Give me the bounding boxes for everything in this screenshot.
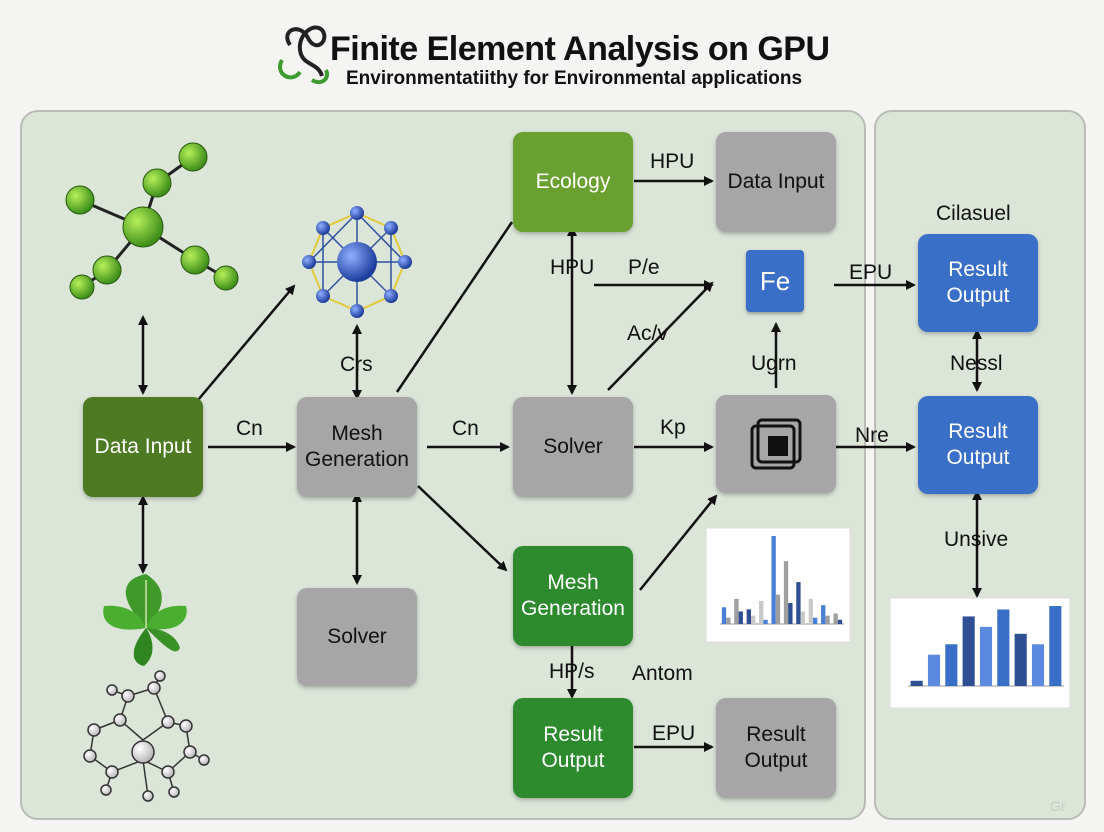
arrow-mesh-ecology — [395, 221, 514, 393]
chart-center-bar — [763, 619, 768, 624]
edge-label-nessl: Nessl — [950, 352, 1003, 375]
node-data-input-top[interactable]: Data Input — [716, 132, 836, 232]
sphere-lattice-icon — [302, 206, 412, 318]
chart-right-bar — [979, 626, 993, 686]
chart-right-plot — [908, 606, 1064, 687]
node-result-output-blue-bottom[interactable]: Result Output — [918, 396, 1038, 494]
chart-center-bar — [808, 598, 813, 624]
node-data-input-left[interactable]: Data Input — [83, 397, 203, 497]
edge-label-hp-s: HP/s — [549, 660, 595, 683]
node-result-output-green[interactable]: Result Output — [513, 698, 633, 798]
chart-center-bar — [788, 603, 793, 624]
chart-center-bar — [746, 609, 751, 624]
node-result-output-gray[interactable]: Result Output — [716, 698, 836, 798]
edge-label-crs: Crs — [340, 353, 373, 376]
chart-center-bar — [751, 615, 756, 624]
page-title: Finite Element Analysis on GPU — [330, 30, 830, 68]
arrow-meshgreen-gpu — [639, 494, 718, 591]
chart-center-bar — [800, 611, 805, 624]
edge-label-epu-top: EPU — [849, 261, 893, 284]
chart-right-bar — [997, 609, 1010, 686]
chart-center-bar — [734, 598, 739, 624]
chart-center-bar — [771, 536, 776, 624]
chart-center-bar — [796, 582, 801, 624]
arrow-solver-fe — [607, 281, 714, 391]
node-solver-center[interactable]: Solver — [513, 397, 633, 497]
node-mesh-generation-gray[interactable]: Mesh Generation — [297, 397, 417, 497]
chart-right-bar — [962, 616, 975, 686]
node-fe-icon[interactable]: Fe — [746, 250, 804, 312]
chart-center-bar — [813, 617, 818, 624]
chart-right-bar — [1014, 633, 1027, 686]
gpu-chip-icon — [750, 418, 802, 470]
edge-label-kp: Kp — [660, 416, 686, 439]
edge-label-ac-v: Ac/v — [627, 322, 668, 345]
chart-center-bar — [833, 613, 838, 624]
chart-right-bar — [1049, 606, 1062, 686]
edge-label-cilasuel: Cilasuel — [936, 202, 1011, 225]
molecule-network-icon — [65, 142, 239, 300]
molecule-cluster-icon — [83, 670, 210, 802]
edge-label-ugrn: Ugrn — [751, 352, 797, 375]
chart-center-bar — [759, 600, 764, 624]
chart-center-bar — [775, 594, 781, 624]
edge-label-cn-2: Cn — [452, 417, 479, 440]
chart-center-bar — [825, 615, 830, 624]
chart-center-bar — [837, 619, 843, 624]
edge-label-nre: Nre — [855, 424, 889, 447]
arrow-datainput-sphere — [197, 284, 296, 401]
watermark: Gr — [1050, 798, 1066, 814]
chart-center-bar — [738, 611, 743, 624]
edge-label-cn-1: Cn — [236, 417, 263, 440]
chart-thumbnail-center — [705, 527, 851, 643]
chart-right-bar — [1031, 644, 1045, 686]
edge-label-hpu-mid: HPU — [550, 256, 595, 279]
chart-center-bar — [821, 605, 826, 624]
node-result-output-blue-top[interactable]: Result Output — [918, 234, 1038, 332]
chart-right-bar — [927, 654, 941, 686]
node-mesh-generation-green[interactable]: Mesh Generation — [513, 546, 633, 646]
chart-center-bar — [721, 607, 727, 624]
chart-right-bar — [945, 644, 958, 686]
page-subtitle: Environmentatiithy for Environmental app… — [346, 68, 803, 89]
edge-label-unsive: Unsive — [944, 528, 1009, 551]
edge-label-epu-bottom: EPU — [652, 722, 696, 745]
chart-right-bar — [910, 680, 923, 686]
finite-element-logo-icon — [278, 25, 329, 85]
leaf-icon — [103, 574, 187, 666]
edge-label-p-e: P/e — [628, 256, 660, 279]
arrow-mesh-meshgreen — [417, 485, 508, 572]
node-gpu-chip[interactable] — [716, 395, 836, 493]
node-ecology[interactable]: Ecology — [513, 132, 633, 232]
edge-label-hpu-top: HPU — [650, 150, 695, 173]
chart-center-bar — [726, 617, 731, 624]
node-solver-lower[interactable]: Solver — [297, 588, 417, 686]
chart-center-plot — [720, 536, 844, 625]
edge-label-antom: Antom — [632, 662, 693, 685]
chart-center-bar — [783, 561, 789, 624]
